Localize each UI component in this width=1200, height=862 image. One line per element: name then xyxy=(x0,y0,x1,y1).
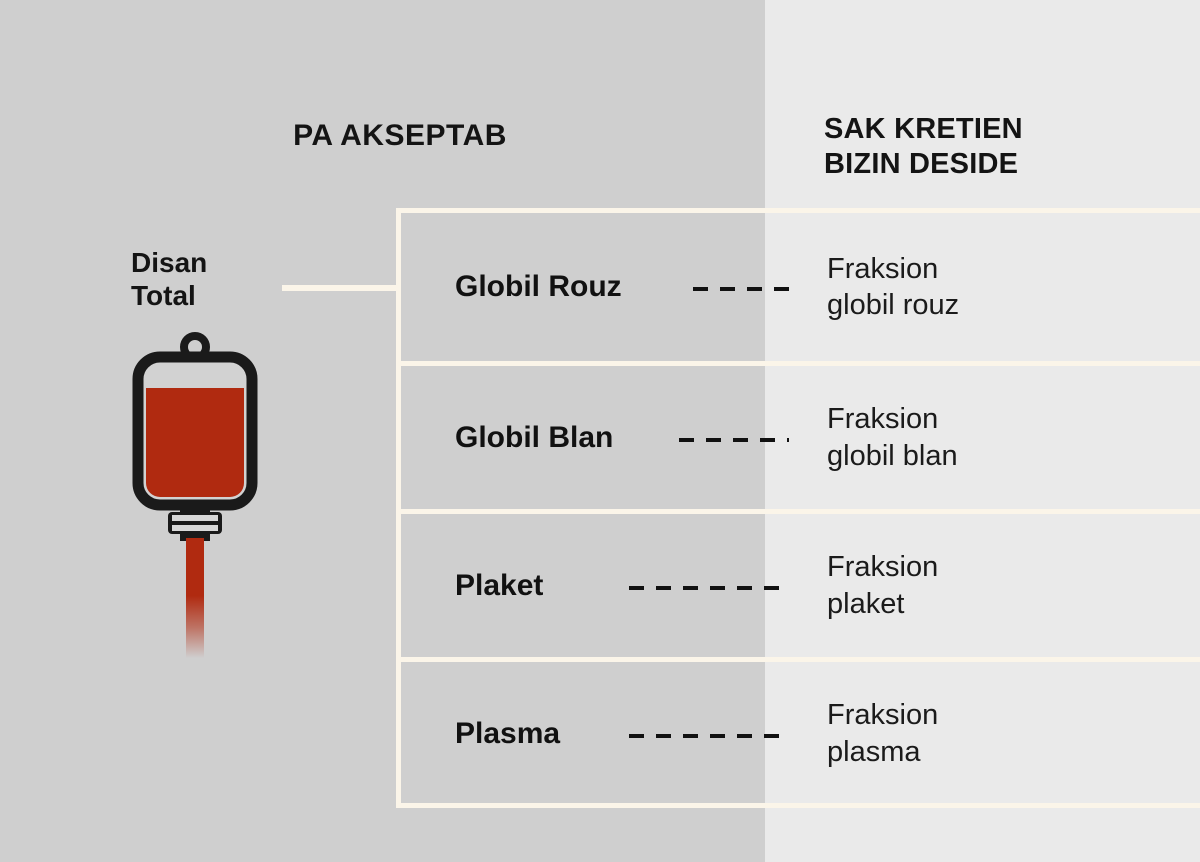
components-table: Globil Rouz Fraksion globil rouz Globil … xyxy=(396,208,1200,808)
dashed-connector-icon xyxy=(679,437,789,442)
fraction-cell: Fraksion globil blan xyxy=(765,366,1200,509)
source-label-line2: Total xyxy=(131,280,196,312)
column-header-christian-decision-line1: SAK KRETIEN xyxy=(824,113,1023,145)
fraction-cell: Fraksion plasma xyxy=(765,662,1200,805)
fraction-line2: plasma xyxy=(827,735,921,768)
component-name: Plasma xyxy=(455,716,561,750)
component-name: Globil Blan xyxy=(455,420,614,454)
fraction-line1: Fraksion xyxy=(827,252,939,285)
component-name: Plaket xyxy=(455,568,544,602)
connector-line xyxy=(282,285,398,291)
table-row: Plasma Fraksion plasma xyxy=(401,657,1200,805)
table-row: Plaket Fraksion plaket xyxy=(401,509,1200,657)
fraction-cell: Fraksion plaket xyxy=(765,514,1200,657)
table-row: Globil Rouz Fraksion globil rouz xyxy=(401,213,1200,361)
fraction-cell: Fraksion globil rouz xyxy=(765,213,1200,361)
component-cell: Globil Blan xyxy=(401,366,789,509)
fraction-line2: plaket xyxy=(827,587,905,620)
component-cell: Globil Rouz xyxy=(401,213,789,361)
fraction-label: Fraksion globil blan xyxy=(827,401,958,474)
component-name: Globil Rouz xyxy=(455,270,622,303)
column-header-christian-decision: SAK KRETIEN BIZIN DESIDE xyxy=(824,112,1194,183)
fraction-line2: globil rouz xyxy=(827,289,960,321)
source-label-whole-blood: Disan Total xyxy=(131,246,321,312)
right-background-panel xyxy=(765,0,1200,862)
column-header-christian-decision-line2: BIZIN DESIDE xyxy=(824,148,1019,181)
blood-bag-icon xyxy=(120,330,270,660)
fraction-label: Fraksion plaket xyxy=(827,549,938,622)
dashed-connector-icon xyxy=(693,287,789,291)
component-cell: Plaket xyxy=(401,514,789,657)
fraction-label: Fraksion globil rouz xyxy=(827,251,959,324)
fraction-label: Fraksion plasma xyxy=(827,697,938,770)
dashed-connector-icon xyxy=(629,733,789,738)
fraction-line1: Fraksion xyxy=(827,699,939,732)
source-label-line1: Disan xyxy=(131,247,208,278)
column-header-acceptable: PA AKSEPTAB xyxy=(293,119,507,152)
fraction-line2: globil blan xyxy=(827,439,958,472)
component-cell: Plasma xyxy=(401,662,789,805)
dashed-connector-icon xyxy=(629,585,789,590)
fraction-line1: Fraksion xyxy=(827,403,939,436)
fraction-line1: Fraksion xyxy=(827,551,939,584)
table-row: Globil Blan Fraksion globil blan xyxy=(401,361,1200,509)
